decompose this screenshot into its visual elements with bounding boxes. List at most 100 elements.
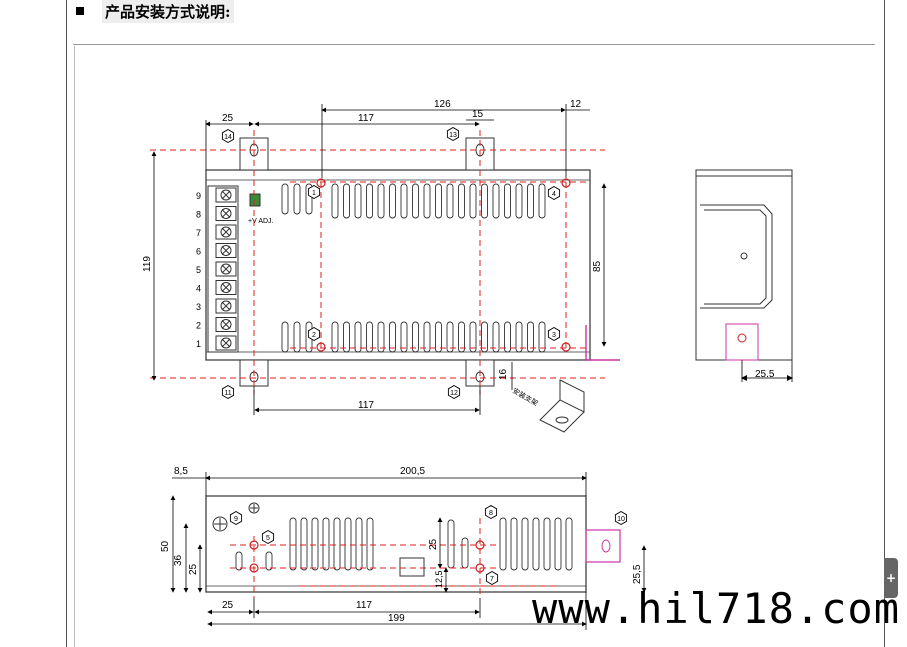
vent-slot [354,183,362,219]
dim-117-bottom: 117 [358,400,374,411]
dim-25-bottom: 25 [222,600,234,611]
terminal-cell [215,280,237,295]
callout-marker [307,184,321,200]
terminal-number: 6 [196,247,201,257]
callout-marker [484,504,498,520]
vent-slot [322,517,330,571]
callout-label: 7 [490,576,494,583]
dim-36: 36 [173,554,184,566]
callout-label: 4 [552,191,556,198]
terminal-number: 5 [196,265,201,275]
vent-slot [235,551,243,571]
section-title: 产品安装方式说明: [102,0,234,23]
vent-slot [343,321,350,353]
callout-label: 10 [617,516,625,523]
callout-marker [221,384,235,400]
callout-label: 14 [224,134,232,141]
vent-slot [461,537,469,569]
vent-slot [333,517,341,571]
vent-slot [265,551,273,571]
dim-119: 119 [142,256,153,272]
callout-label: 5 [266,535,270,542]
terminal-cell [215,317,237,332]
terminal-number: 7 [196,228,201,238]
dim-85: 85 [592,260,603,272]
callout-marker [485,570,499,586]
vent-slot [412,183,419,219]
vent-slot [366,517,374,571]
dim-199: 199 [388,613,405,624]
bottom-view: 8,5 200,5 50 36 25 25 117 199 25 12,5 25… [160,466,647,630]
dim-15: 15 [472,109,484,120]
vent-slot [311,517,319,571]
terminal-number: 1 [196,339,201,349]
terminal-screw-icon [220,226,232,238]
section-header: 产品安装方式说明: [72,0,234,23]
vent-slot [510,517,518,571]
terminal-cell [215,298,237,314]
drawing-panel [74,46,877,647]
screw-slot [221,209,231,218]
bottom-view-vent-slots [235,517,573,571]
vent-slot [515,183,523,219]
dim-50: 50 [160,540,171,552]
top-vent-slots [281,183,546,219]
callout-marker [221,128,235,144]
bullet-square-icon [76,7,84,15]
side-expand-tab[interactable]: + [884,558,898,598]
vent-slot [521,517,529,571]
dim-16: 16 [498,368,509,380]
vent-slot [389,183,396,219]
terminal-cell [215,206,237,221]
mounting-bracket-sketch [539,379,585,433]
mounting-center-lines [150,130,605,395]
side-view [695,169,793,382]
vent-slot [481,183,488,219]
terminal-cell [215,187,237,203]
dim-8-5: 8,5 [174,466,188,477]
callout-label: 1 [312,190,316,197]
dim-25-mid: 25 [428,538,439,550]
vent-slot [354,321,362,353]
screw-slot [221,264,231,274]
callout-label: 3 [552,332,556,339]
callout-label: 12 [450,390,458,397]
terminal-screw-icon [220,189,232,201]
terminal-screw-icon [220,282,232,293]
vent-slot [504,321,511,353]
vent-slot [435,183,442,219]
callout-label: 11 [224,390,231,397]
vent-slot [446,183,454,219]
vent-slot [538,183,546,219]
vent-slot [446,321,454,353]
vent-slot [492,183,500,219]
terminal-screw-icon [220,263,232,275]
vent-slot [447,519,455,569]
vent-slot [400,183,408,219]
vent-slot [389,321,396,353]
vent-slot [300,517,308,571]
vent-slot [366,183,373,219]
v-adj-potentiometer [249,193,261,207]
callout-label: 13 [449,132,457,139]
vent-slot [532,517,540,571]
callout-marker [547,185,561,201]
bracket-label: 安装支架 [511,386,540,408]
vent-slot [281,321,289,353]
callout-marker [229,510,243,526]
terminal-cell [215,243,237,258]
dim-25-5-bottom: 25,5 [632,564,643,584]
site-watermark: www.hil718.com [532,584,901,633]
screw-slot [221,301,231,311]
dim-25-left: 25 [188,563,199,575]
vent-slot [281,183,289,215]
vent-slot [377,321,385,353]
bottom-view-body [205,495,587,593]
vent-slot [543,517,551,571]
vent-slot [504,183,511,219]
vent-slot [499,517,507,571]
vent-slot [377,183,385,219]
